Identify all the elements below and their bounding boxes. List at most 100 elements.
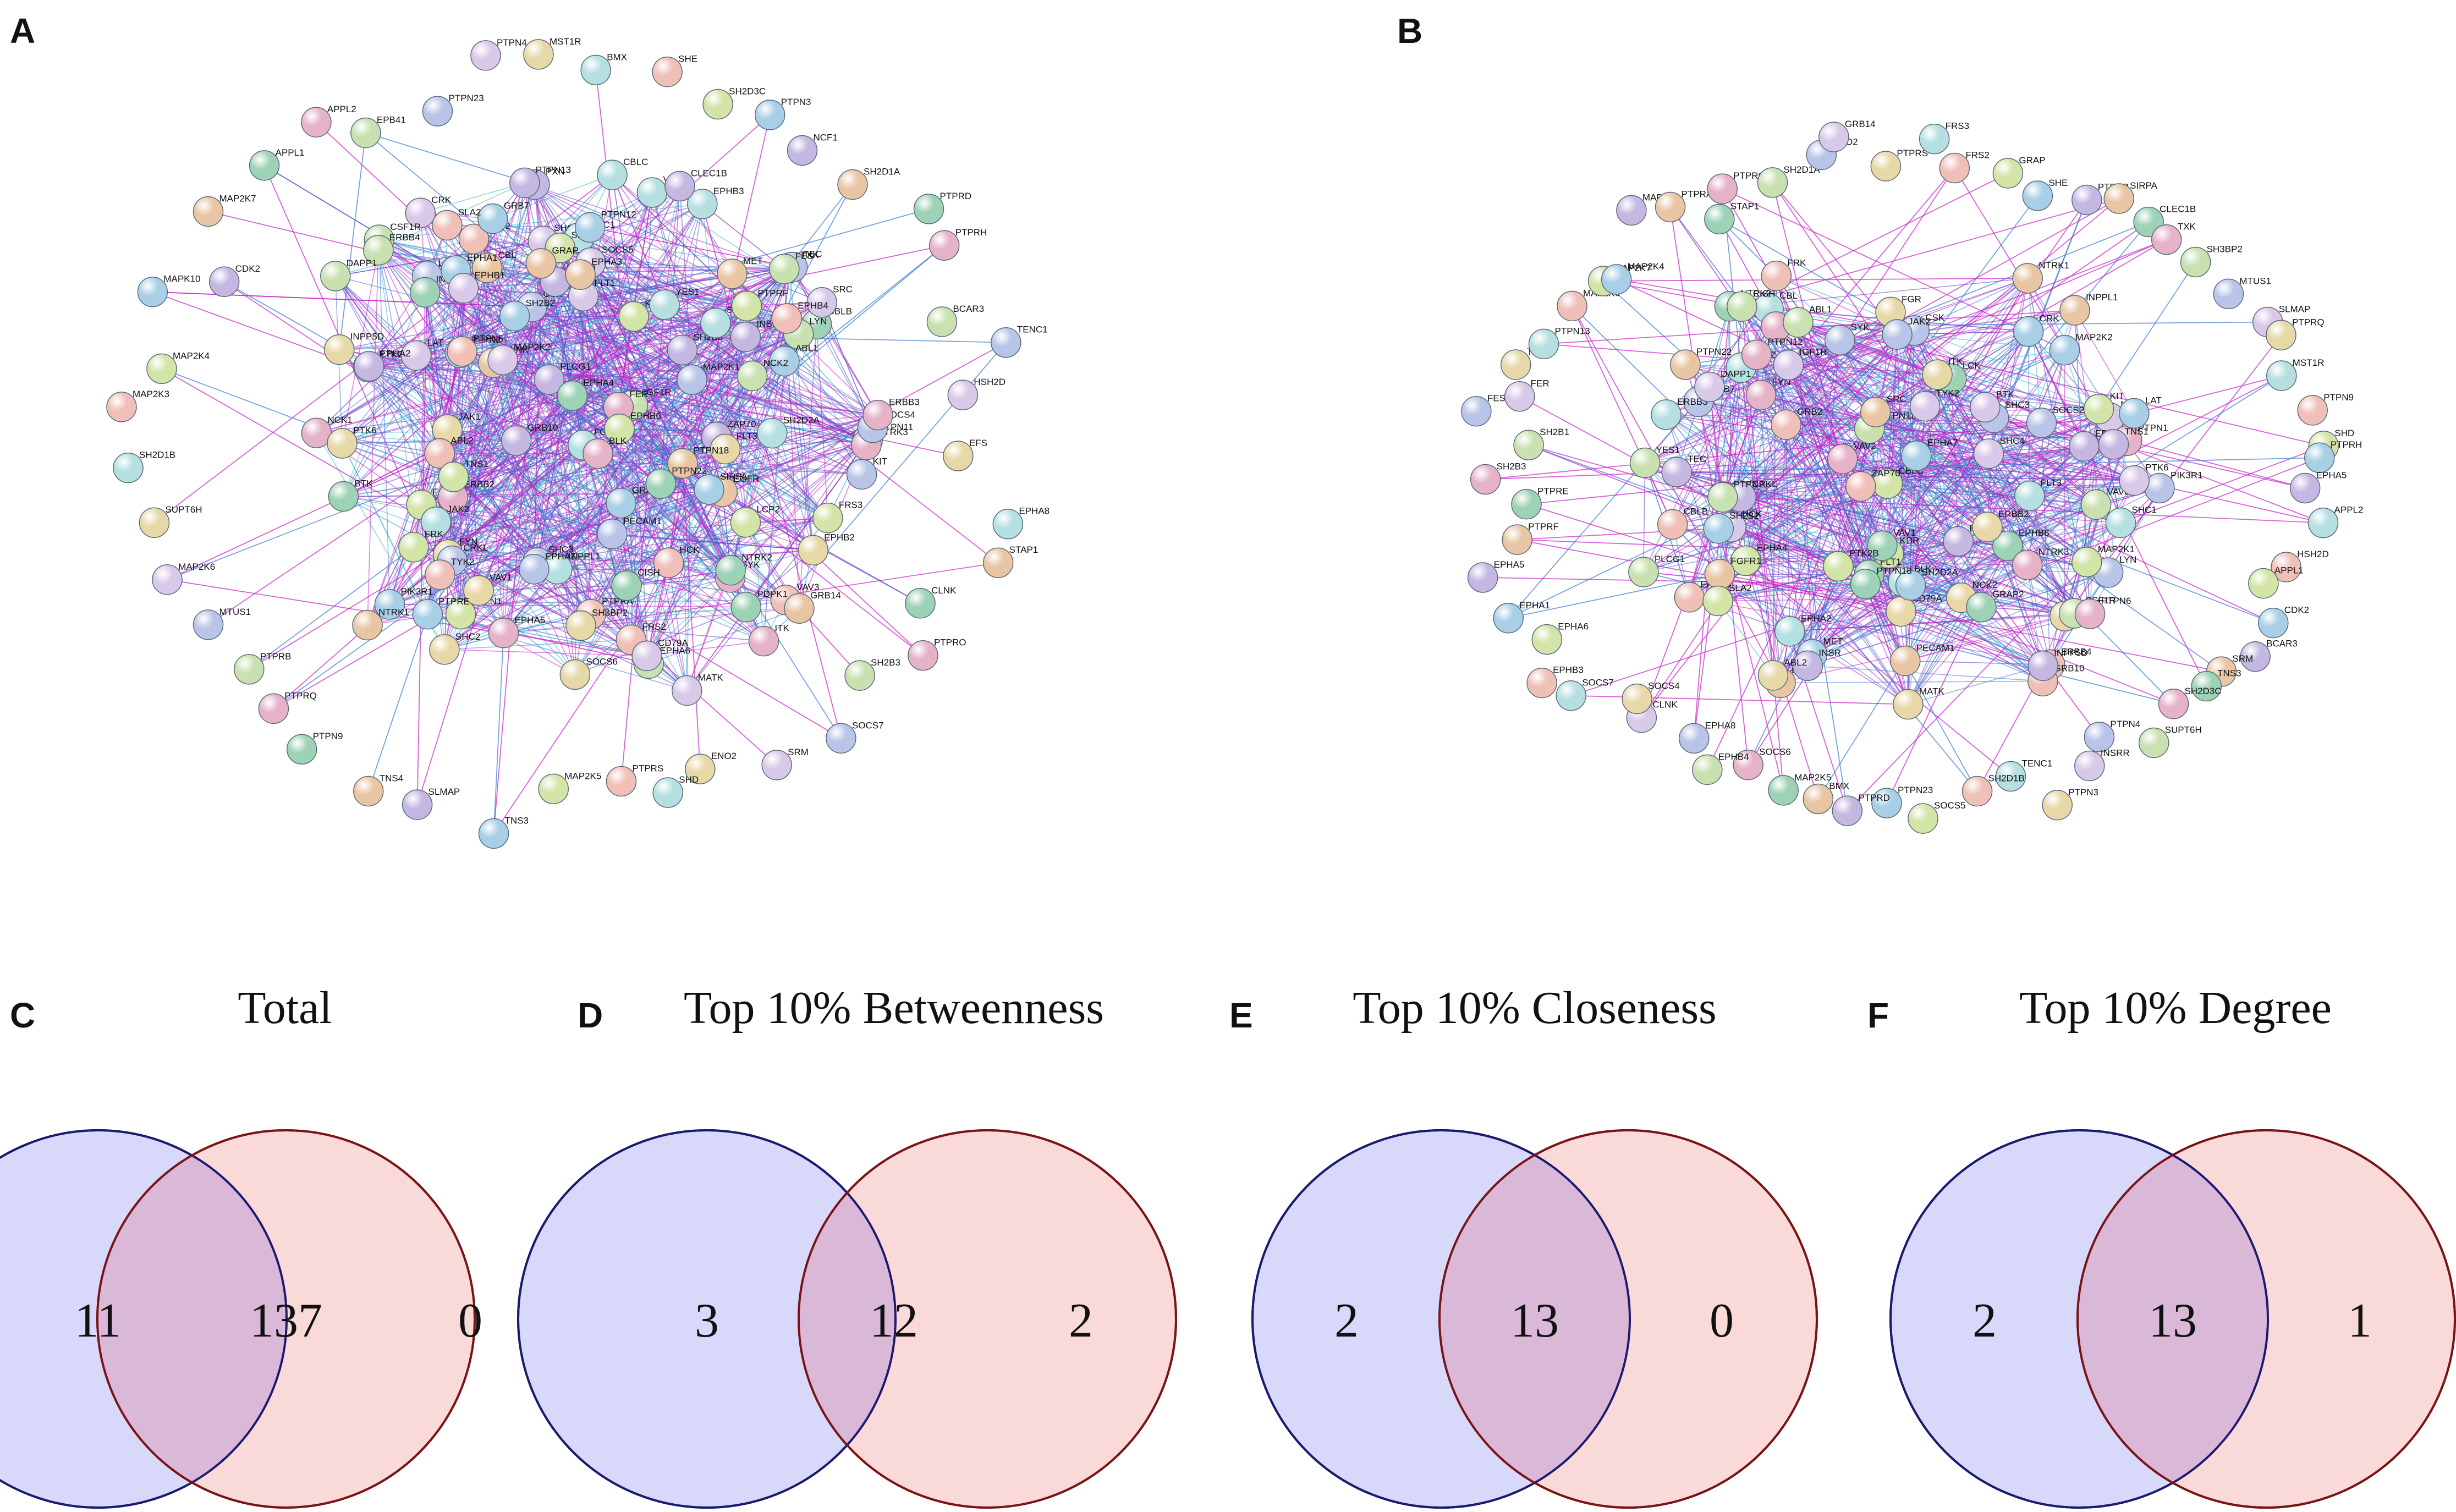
interaction-edge [2089, 488, 2160, 614]
protein-label: INSR [1818, 647, 1841, 658]
protein-label: TEC [1688, 454, 1706, 464]
protein-node [2083, 393, 2114, 425]
interaction-edge [648, 267, 793, 664]
protein-node [409, 277, 441, 308]
protein-label: MAP2K4 [173, 350, 210, 361]
interaction-edge [664, 304, 999, 563]
protein-node [2012, 263, 2043, 294]
protein-node [1745, 380, 1777, 410]
protein-label: PTPRO [934, 637, 966, 648]
protein-label: DAPP1 [347, 258, 377, 268]
protein-label: MET [743, 256, 763, 266]
protein-node [565, 610, 596, 641]
venn-e-shared-count: 13 [1510, 1294, 1559, 1348]
interaction-edge [1869, 428, 2100, 738]
protein-node [664, 171, 695, 202]
protein-node [137, 276, 168, 307]
protein-node [1886, 596, 1916, 627]
interaction-edge [537, 192, 653, 563]
interaction-edge [524, 182, 817, 325]
protein-label: SH2D1A [1783, 164, 1820, 175]
interaction-edge [646, 433, 773, 656]
interaction-edge [1916, 455, 2274, 624]
protein-label: VAV1 [490, 573, 512, 583]
protein-label: HCK [680, 545, 700, 555]
protein-node [445, 598, 476, 630]
protein-node [2026, 408, 2057, 438]
protein-node [2248, 568, 2279, 599]
protein-node [113, 452, 144, 483]
protein-label: SOCS2 [2053, 405, 2085, 415]
protein-node [398, 531, 429, 563]
venn-d-shared-count: 12 [870, 1294, 918, 1348]
protein-label: CISH [1753, 288, 1776, 299]
protein-label: PTPN22 [672, 465, 707, 476]
interaction-edge [1768, 308, 2008, 547]
protein-label: MAP2K6 [178, 562, 215, 572]
protein-label: CBL [498, 250, 516, 260]
protein-label: YES1 [1656, 445, 1680, 455]
protein-label: NCK1 [327, 415, 352, 425]
protein-label: PTK6 [2145, 463, 2169, 473]
protein-node [1531, 624, 1563, 655]
protein-node [1733, 749, 1763, 780]
protein-node [653, 547, 684, 578]
venn-e-right-count: 0 [1710, 1294, 1734, 1348]
protein-node [2304, 442, 2335, 473]
protein-label: PTPRQ [2292, 317, 2325, 327]
protein-label: EPHA4 [1757, 542, 1788, 553]
interaction-edge [1772, 221, 2149, 676]
interaction-edge [343, 114, 771, 497]
protein-label: PTPN9 [2323, 392, 2354, 403]
panel-letter-c: C [10, 996, 35, 1035]
interaction-edge [619, 428, 772, 434]
protein-label: SHD [2334, 428, 2354, 438]
protein-node [432, 210, 463, 241]
protein-label: PTPRS [632, 763, 663, 774]
protein-label: PTPRE [1537, 486, 1569, 497]
interaction-edge [492, 183, 525, 363]
protein-node [1832, 795, 1863, 826]
protein-label: PTPN2 [1734, 479, 1764, 490]
protein-label: CLNK [1652, 700, 1678, 710]
interaction-edge [273, 333, 799, 710]
interaction-edge [1519, 395, 1866, 585]
interaction-edge [167, 579, 647, 657]
interaction-edge [1526, 503, 2043, 667]
protein-label: SLMAP [428, 787, 460, 797]
interaction-edge [531, 306, 726, 450]
interaction-edge [1722, 188, 2065, 351]
protein-node [730, 591, 762, 623]
interaction-edge [1914, 278, 2028, 331]
protein-label: LYN [2119, 554, 2137, 565]
interaction-edge [342, 250, 379, 444]
protein-node [913, 194, 944, 224]
interaction-edge [1666, 414, 2121, 524]
protein-label: PLCG1 [560, 361, 591, 372]
interaction-edge [208, 273, 733, 625]
protein-node [1882, 319, 1913, 350]
interaction-edge [378, 239, 800, 609]
interaction-edge [1730, 526, 2174, 705]
interaction-edge [453, 349, 683, 477]
protein-label: APPL2 [2334, 505, 2364, 515]
protein-label: JAK2 [447, 504, 470, 514]
interaction-edge [1886, 546, 2008, 804]
protein-label: SH2D1B [139, 450, 175, 460]
protein-label: ERBB3 [1677, 397, 1708, 407]
interaction-edge [1645, 462, 1746, 562]
protein-node [1704, 204, 1735, 235]
interaction-edge [1482, 577, 1911, 586]
interaction-edge [420, 182, 525, 213]
protein-node [606, 487, 636, 519]
protein-node [1703, 513, 1734, 544]
protein-label: MAPK10 [163, 274, 200, 284]
interaction-edge [626, 585, 764, 642]
protein-node [947, 380, 979, 410]
protein-label: CSK [1925, 312, 1945, 323]
protein-node [301, 107, 332, 138]
protein-label: PXN [546, 166, 565, 177]
protein-node [2119, 465, 2150, 496]
protein-label: SHE [678, 54, 697, 64]
